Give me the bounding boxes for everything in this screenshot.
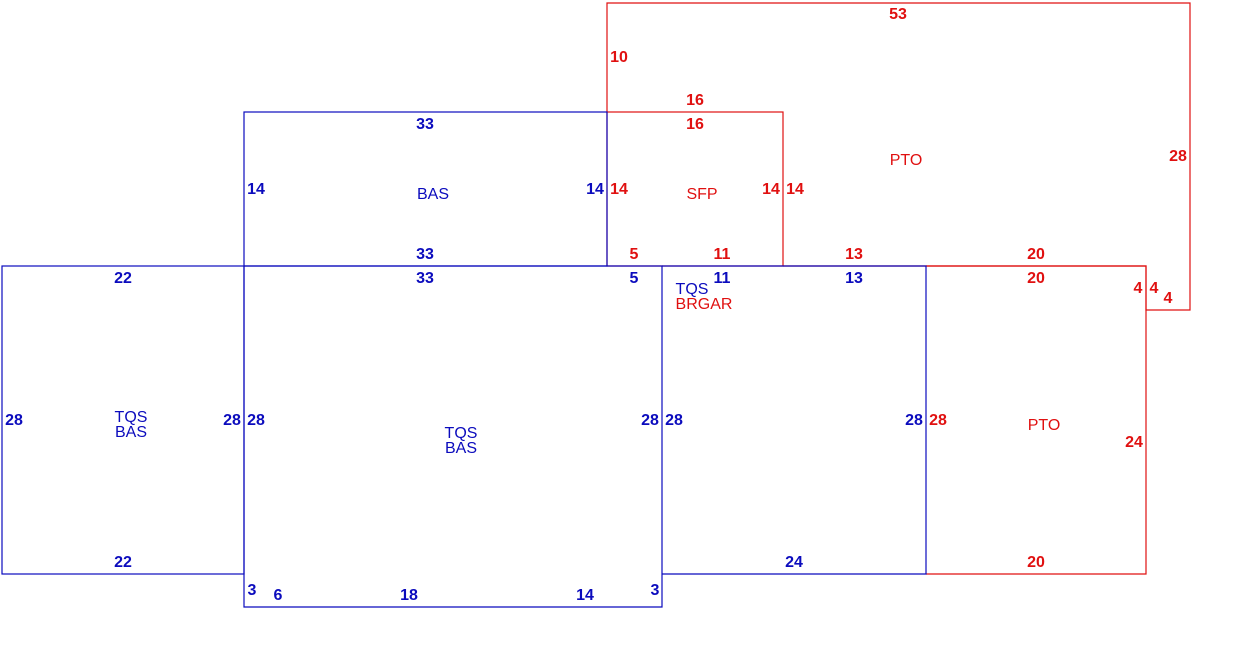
dim-pto-top-right: 28	[1169, 148, 1187, 165]
dim-main-bottom-a: 6	[274, 587, 283, 604]
dim-main-step-left: 3	[248, 582, 257, 599]
main-outline	[243, 265, 663, 608]
sfp-label: SFP	[686, 186, 717, 203]
dim-main-bottom-b: 18	[400, 587, 418, 604]
dim-pto-right-left: 28	[929, 412, 947, 429]
dim-garage-bottom: 24	[785, 554, 803, 571]
dim-pto-right-top-inner: 20	[1027, 270, 1045, 287]
pto-right-label: PTO	[1028, 417, 1061, 434]
left-wing-label-tqs: TQS	[115, 409, 148, 426]
dim-main-top-right: 5	[630, 270, 639, 287]
dim-main-top: 33	[416, 270, 434, 287]
pto-right-outline	[926, 265, 1147, 575]
dim-garage-left: 28	[665, 412, 683, 429]
dim-pto-top-top: 53	[889, 6, 907, 23]
dim-sfp-bottom-left: 5	[630, 246, 639, 263]
garage-label-brgar: BRGAR	[676, 296, 733, 313]
blue-dimensions: 33 14 14 33 33 5 28 28 3 3 6 18 14 22 28…	[5, 116, 923, 604]
area-labels: TQS BAS TQS BAS BAS TQS BRGAR SFP PTO PT…	[115, 152, 1061, 457]
dim-pto-top-bottom: 13	[845, 246, 863, 263]
dim-garage-top-left: 11	[714, 270, 731, 287]
dim-pto-right-right: 24	[1125, 434, 1143, 451]
dim-pto-top-left: 10	[610, 49, 628, 66]
dim-bas-bottom: 33	[416, 246, 434, 263]
garage-outline	[662, 265, 927, 575]
dim-sfp-right-outer: 14	[786, 181, 804, 198]
red-dimensions: 53 10 28 16 16 14 14 14 5 11 13 20 20 4 …	[610, 6, 1187, 571]
dim-notch-c: 4	[1164, 290, 1173, 307]
dim-pto-right-bottom: 20	[1027, 554, 1045, 571]
dim-wing-left: 28	[5, 412, 23, 429]
blue-outlines	[1, 111, 927, 608]
dim-main-right: 28	[641, 412, 659, 429]
dim-bas-left: 14	[247, 181, 265, 198]
dim-wing-right: 28	[223, 412, 241, 429]
dim-bas-top: 33	[416, 116, 434, 133]
dim-wing-bottom: 22	[114, 554, 132, 571]
dim-bas-right: 14	[586, 181, 604, 198]
dim-garage-top-right: 13	[845, 270, 863, 287]
dim-sfp-right-inner: 14	[762, 181, 780, 198]
dim-sfp-top-inner: 16	[686, 116, 704, 133]
dim-sfp-bottom-right: 11	[714, 246, 731, 263]
pto-top-label: PTO	[890, 152, 923, 169]
dim-pto-right-top-outer: 20	[1027, 246, 1045, 263]
dim-main-left: 28	[247, 412, 265, 429]
main-label-tqs: TQS	[445, 425, 478, 442]
main-label-bas: BAS	[445, 440, 477, 457]
dim-notch-a: 4	[1134, 280, 1143, 297]
left-wing-label-bas: BAS	[115, 424, 147, 441]
dim-main-bottom-c: 14	[576, 587, 594, 604]
dim-notch-b: 4	[1150, 280, 1159, 297]
dim-sfp-top-outer: 16	[686, 92, 704, 109]
upper-bas-label: BAS	[417, 186, 449, 203]
dim-sfp-left: 14	[610, 181, 628, 198]
garage-label-tqs: TQS	[676, 281, 709, 298]
dim-wing-top: 22	[114, 270, 132, 287]
dim-main-step-right: 3	[651, 582, 660, 599]
dim-garage-right: 28	[905, 412, 923, 429]
